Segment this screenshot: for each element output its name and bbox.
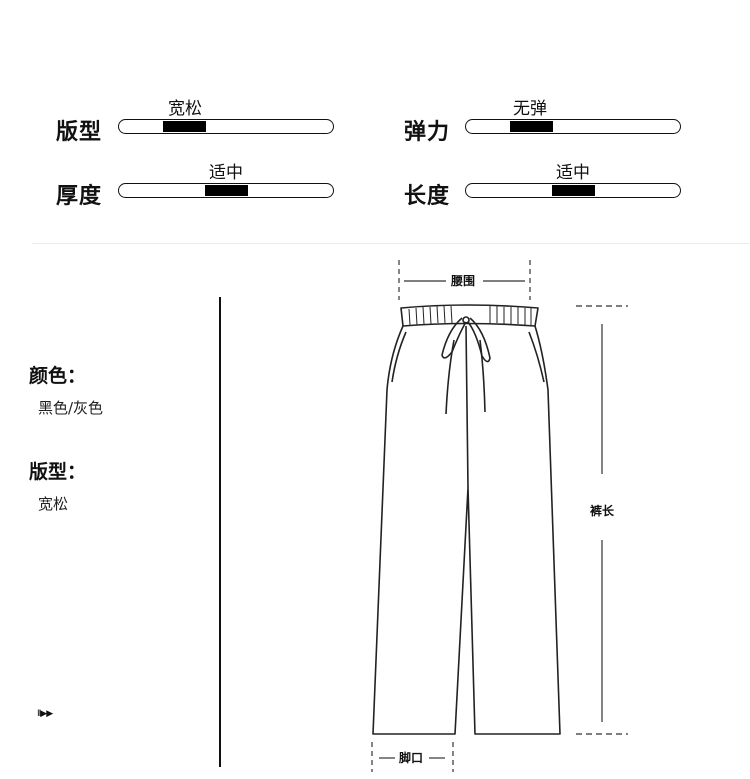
fit-heading: 版型： <box>29 461 87 483</box>
length-measure <box>576 305 628 735</box>
thickness-scale-track <box>118 183 334 198</box>
fit-value: 宽松 <box>38 495 69 513</box>
fit-scale-value: 宽松 <box>168 99 202 119</box>
elasticity-scale-marker <box>510 121 553 132</box>
thickness-scale-label: 厚度 <box>56 184 103 209</box>
hem-measure <box>371 742 454 772</box>
section-divider <box>32 243 750 244</box>
elasticity-scale-label: 弹力 <box>404 120 451 145</box>
arrow-mark: II▶▶ <box>37 709 53 719</box>
color-heading: 颜色： <box>29 365 87 387</box>
length-scale-marker <box>552 185 595 196</box>
length-label: 裤长 <box>590 503 615 518</box>
elasticity-scale-value: 无弹 <box>513 99 547 119</box>
length-scale-label: 长度 <box>404 184 451 209</box>
column-divider <box>219 297 221 767</box>
thickness-scale-value: 适中 <box>209 163 243 183</box>
elasticity-scale-track <box>465 119 681 134</box>
length-scale-track <box>465 183 681 198</box>
pants-outline <box>372 304 561 735</box>
length-scale-value: 适中 <box>556 163 590 183</box>
waist-measure <box>398 260 531 300</box>
color-value: 黑色/灰色 <box>38 399 104 417</box>
fit-scale-label: 版型 <box>56 120 103 145</box>
hem-label: 脚口 <box>399 750 423 765</box>
fit-scale-track <box>118 119 334 134</box>
thickness-scale-marker <box>205 185 248 196</box>
waist-label: 腰围 <box>450 273 475 288</box>
fit-scale-marker <box>163 121 206 132</box>
